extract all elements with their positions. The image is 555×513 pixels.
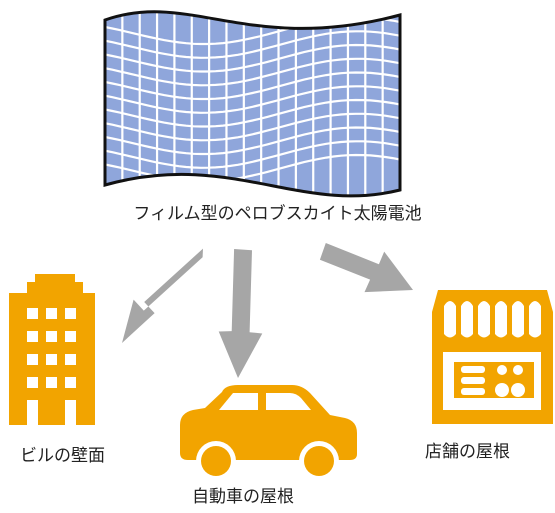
building-window: [27, 331, 38, 342]
solar-film-panel: [103, 10, 402, 198]
arrow-to-shop: [319, 243, 413, 293]
shop-label: 店舗の屋根: [425, 442, 510, 462]
building-window: [46, 331, 57, 342]
grid-line-horizontal: [105, 98, 400, 128]
building-window: [65, 308, 76, 319]
building-window: [27, 354, 38, 365]
building-window: [46, 308, 57, 319]
grid-line-horizontal: [105, 71, 400, 101]
building-window: [65, 354, 76, 365]
panel-outline: [103, 10, 402, 198]
shop-icon: [432, 290, 553, 424]
car-label: 自動車の屋根: [192, 487, 294, 507]
building-window: [27, 308, 38, 319]
grid-line-horizontal: [105, 30, 400, 59]
panel-body: [105, 11, 400, 196]
building-window: [46, 354, 57, 365]
panel-title: フィルム型のペロブスカイト太陽電池: [133, 204, 422, 224]
grid-line-horizontal: [105, 126, 400, 156]
grid-line-horizontal: [105, 43, 400, 73]
grid-line-horizontal: [105, 57, 400, 87]
building-window: [27, 400, 38, 425]
building-window: [46, 377, 57, 388]
panel-grid: [105, 11, 400, 196]
grid-line-horizontal: [105, 85, 400, 114]
building-icon: [9, 274, 95, 425]
building-window: [65, 331, 76, 342]
building-window: [27, 377, 38, 388]
car-icon: [180, 385, 357, 481]
building-label: ビルの壁面: [20, 446, 105, 466]
grid-line-horizontal: [105, 112, 400, 142]
arrow-to-building: [122, 248, 203, 343]
arrow-to-car: [218, 249, 263, 378]
building-window: [65, 377, 76, 388]
building-window: [65, 400, 76, 425]
grid-line-horizontal: [105, 140, 400, 169]
